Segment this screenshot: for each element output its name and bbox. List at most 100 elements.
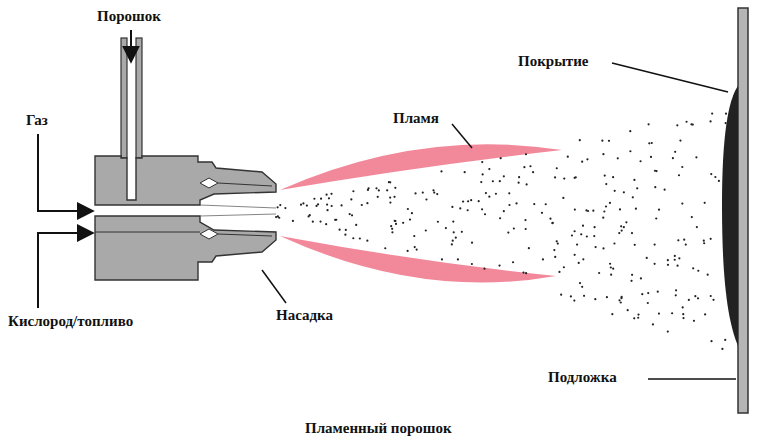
- torch-channel: [218, 234, 272, 236]
- powder-particle: [691, 216, 693, 218]
- powder-particle: [481, 208, 483, 210]
- powder-particle: [676, 265, 678, 267]
- torch-upper-block: [95, 156, 276, 205]
- powder-particle: [681, 166, 683, 168]
- powder-particle: [556, 167, 558, 169]
- torch-channel: [218, 183, 272, 186]
- powder-particle: [603, 210, 605, 212]
- powder-particle: [441, 258, 443, 260]
- powder-particle: [384, 247, 386, 249]
- powder-particle: [682, 313, 684, 315]
- powder-particle: [648, 123, 650, 125]
- powder-particle: [481, 161, 483, 163]
- figure-caption: Пламенный порошок: [305, 420, 452, 437]
- powder-particle: [685, 121, 687, 123]
- powder-particle: [725, 208, 727, 210]
- powder-particle: [648, 142, 650, 144]
- powder-particle: [457, 258, 459, 260]
- powder-particle: [594, 246, 596, 248]
- powder-particle: [672, 157, 674, 159]
- powder-particle: [445, 227, 447, 229]
- powder-particle: [681, 202, 683, 204]
- powder-particle: [554, 176, 556, 178]
- powder-particle: [451, 206, 453, 208]
- powder-particle: [395, 223, 397, 225]
- powder-particle: [641, 293, 643, 295]
- powder-particle: [658, 313, 660, 315]
- powder-particle: [315, 205, 317, 207]
- powder-particle: [570, 295, 572, 297]
- powder-particle: [677, 239, 679, 241]
- powder-particle: [525, 272, 527, 274]
- powder-particle: [407, 208, 409, 210]
- powder-particle: [507, 232, 509, 234]
- powder-particle: [704, 313, 706, 315]
- powder-particle: [325, 223, 327, 225]
- powder-particle: [482, 173, 484, 175]
- powder-particle: [652, 323, 654, 325]
- powder-particle: [388, 181, 390, 183]
- powder-particle: [608, 140, 610, 142]
- powder-particle: [414, 192, 416, 194]
- powder-particle: [682, 306, 684, 308]
- powder-particle: [416, 248, 418, 250]
- leader-line: [452, 124, 472, 148]
- powder-particle: [389, 201, 391, 203]
- powder-particle: [606, 296, 608, 298]
- powder-particle: [503, 175, 505, 177]
- powder-particle: [678, 257, 680, 259]
- powder-particle: [711, 113, 713, 115]
- powder-particle: [581, 161, 583, 163]
- powder-particle: [518, 176, 520, 178]
- powder-particle: [585, 209, 587, 211]
- oxygen-inlet-arrow: [38, 233, 93, 308]
- part-label: Покрытие: [518, 53, 589, 70]
- powder-particle: [378, 189, 380, 191]
- powder-particle: [340, 204, 342, 206]
- powder-particle: [515, 202, 517, 204]
- part-label: Подложка: [548, 369, 617, 386]
- powder-particle: [325, 194, 327, 196]
- powder-particle: [532, 171, 534, 173]
- powder-particle: [455, 237, 457, 239]
- flame-lower: [280, 236, 556, 283]
- powder-particle: [563, 177, 565, 179]
- powder-particle: [461, 231, 463, 233]
- powder-particle: [704, 202, 706, 204]
- powder-particle: [575, 176, 577, 178]
- powder-particle: [467, 200, 469, 202]
- powder-particle: [620, 301, 622, 303]
- powder-particle: [714, 176, 716, 178]
- powder-particle: [654, 186, 656, 188]
- powder-particle: [583, 295, 585, 297]
- powder-particle: [695, 156, 697, 158]
- powder-particle: [614, 190, 616, 192]
- powder-particle: [451, 243, 453, 245]
- powder-particle: [725, 113, 727, 115]
- powder-particle: [471, 263, 473, 265]
- powder-particle: [718, 180, 720, 182]
- powder-particle: [478, 200, 480, 202]
- powder-particle: [422, 192, 424, 194]
- powder-particle: [391, 231, 393, 233]
- powder-particle: [464, 171, 466, 173]
- powder-particle: [696, 226, 698, 228]
- powder-particle: [692, 267, 694, 269]
- powder-particle: [712, 299, 714, 301]
- powder-particle: [667, 331, 669, 333]
- gas-channel: [200, 205, 276, 216]
- powder-particle: [633, 317, 635, 319]
- powder-particle: [459, 207, 461, 209]
- powder-particle: [508, 192, 510, 194]
- powder-particle: [518, 182, 520, 184]
- powder-particle: [609, 202, 611, 204]
- powder-particle: [470, 199, 472, 201]
- powder-particle: [612, 176, 614, 178]
- powder-particle: [277, 215, 279, 217]
- leader-line: [648, 378, 736, 380]
- powder-particle: [523, 166, 525, 168]
- powder-particle: [284, 207, 286, 209]
- powder-particle: [326, 209, 328, 211]
- powder-particle: [495, 193, 497, 195]
